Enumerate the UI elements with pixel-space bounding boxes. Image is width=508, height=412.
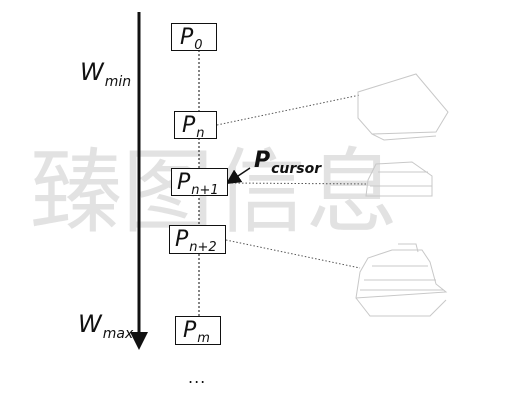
leader-pn1	[227, 182, 369, 185]
node-p0-label: P0	[180, 25, 203, 53]
node-pn2-box: Pn+2	[169, 225, 226, 254]
leader-pn	[216, 94, 361, 126]
node-pn1-box: Pn+1	[171, 168, 228, 198]
node-pm-box: Pm	[175, 316, 221, 345]
node-pn1-label: Pn+1	[177, 170, 219, 198]
shape-pn1-drawing	[365, 161, 433, 197]
shape-pn2-drawing	[355, 243, 448, 317]
node-pn-box: Pn	[174, 111, 217, 141]
node-pn-label: Pn	[182, 113, 205, 141]
weight-axis-arrowhead	[130, 332, 148, 350]
shape-pn-drawing	[357, 73, 449, 141]
leader-pn2	[225, 239, 361, 269]
w-min-label: Wmin	[80, 58, 132, 90]
ellipsis: ...	[188, 368, 207, 387]
node-pn2-label: Pn+2	[175, 227, 217, 255]
cursor-label: Pcursor	[254, 148, 322, 177]
node-p0-box: P0	[171, 23, 217, 53]
w-max-label: Wmax	[78, 310, 134, 342]
node-pm-label: Pm	[183, 318, 210, 346]
cursor-arrow	[225, 167, 251, 185]
